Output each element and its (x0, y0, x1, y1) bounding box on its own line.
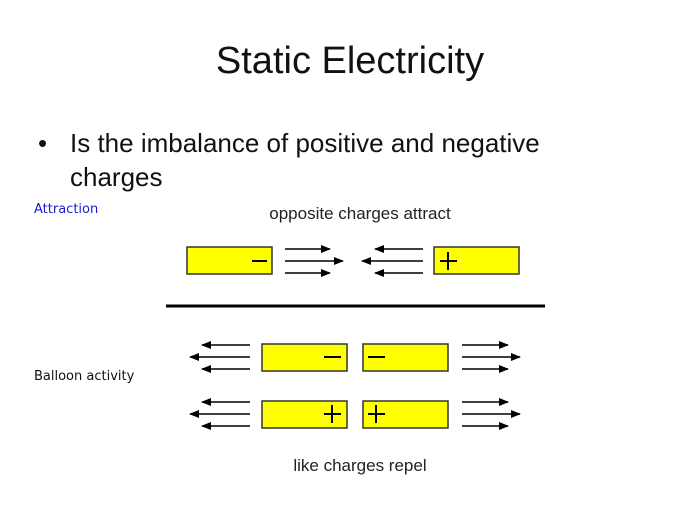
left-arrows-icon (361, 245, 423, 277)
repel-row-positive (189, 398, 521, 430)
plus-icon (440, 252, 457, 270)
plus-icon (368, 405, 385, 423)
repel-caption: like charges repel (293, 456, 427, 475)
attraction-link[interactable]: Attraction (34, 202, 99, 217)
right-arrows-icon (462, 341, 521, 373)
bullet-icon: • (38, 128, 48, 158)
right-arrows-icon (285, 245, 344, 277)
plus-icon (324, 405, 341, 423)
attract-row (186, 245, 520, 277)
balloon-activity-link[interactable]: Balloon activity (34, 369, 135, 384)
attract-caption: opposite charges attract (269, 204, 451, 223)
slide-title: Static Electricity (215, 40, 485, 82)
right-arrows-icon (462, 398, 521, 430)
bullet-text: Is the imbalance of positive and negativ… (70, 128, 540, 192)
left-arrows-icon (189, 398, 250, 430)
repel-row-negative (189, 341, 521, 373)
left-arrows-icon (189, 341, 250, 373)
